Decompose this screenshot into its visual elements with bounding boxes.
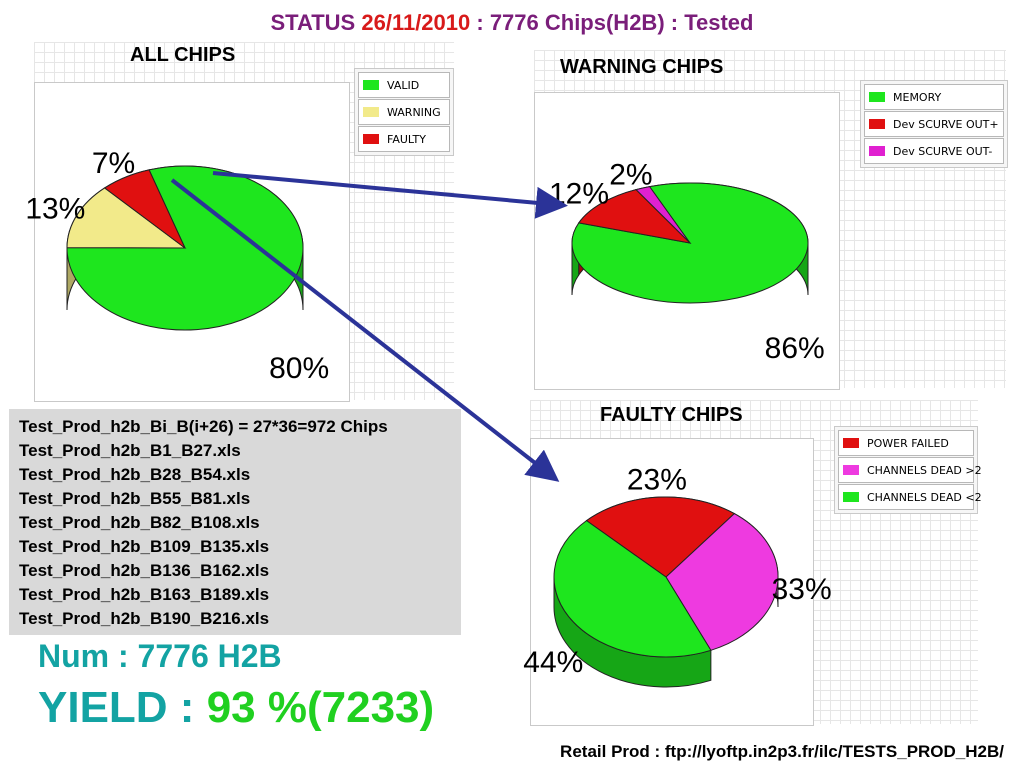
pie-slice bbox=[577, 189, 692, 244]
chip-count: Num : 7776 H2B bbox=[38, 638, 282, 674]
legend-label: VALID bbox=[387, 78, 420, 92]
legend-swatch bbox=[843, 465, 859, 475]
legend-item: WARNING bbox=[358, 99, 450, 125]
chart-plot-area: 86% 12%2% bbox=[534, 92, 840, 390]
chart-legend: MEMORY Dev SCURVE OUT+ Dev SCURVE OUT- bbox=[860, 80, 1008, 168]
legend-item: POWER FAILED bbox=[838, 430, 974, 456]
legend-swatch bbox=[869, 92, 885, 102]
chart-title: WARNING CHIPS bbox=[560, 56, 724, 78]
legend-label: Dev SCURVE OUT- bbox=[893, 144, 993, 158]
page-title: STATUS 26/11/2010 : 7776 Chips(H2B) : Te… bbox=[0, 10, 1024, 36]
footer-link-text: Retail Prod : ftp://lyoftp.in2p3.fr/ilc/… bbox=[560, 742, 1004, 761]
chart-legend: VALID WARNING FAULTY bbox=[354, 68, 454, 156]
chart-plot-area: 23% 33% 44% bbox=[523, 438, 832, 726]
legend-item: Dev SCURVE OUT- bbox=[864, 138, 1004, 164]
title-prefix: STATUS bbox=[270, 10, 362, 35]
chart-title: ALL CHIPS bbox=[130, 44, 236, 66]
pie-value-label: 23% bbox=[627, 464, 687, 497]
title-date: 26/11/2010 bbox=[361, 10, 471, 35]
all-chips-pie: 80% 13%7% bbox=[25, 147, 329, 385]
legend-swatch bbox=[363, 134, 379, 144]
warning-chips-pie: 86% 12%2% bbox=[549, 158, 825, 365]
legend-label: CHANNELS DEAD <2 bbox=[867, 490, 982, 504]
pie-value-label: 80% bbox=[269, 352, 329, 385]
legend-label: MEMORY bbox=[893, 90, 942, 104]
legend-item: VALID bbox=[358, 72, 450, 98]
legend-swatch bbox=[843, 492, 859, 502]
file-list-item: Test_Prod_h2b_B136_B162.xls bbox=[19, 561, 270, 580]
legend-label: POWER FAILED bbox=[867, 436, 949, 450]
file-list-item: Test_Prod_h2b_B82_B108.xls bbox=[19, 513, 260, 532]
legend-swatch bbox=[869, 146, 885, 156]
faulty-chips-pie: 23% 33% 44% bbox=[523, 464, 832, 688]
legend-swatch bbox=[363, 80, 379, 90]
pie-value-label: 7% bbox=[92, 147, 135, 180]
pie-value-label: 86% bbox=[765, 332, 825, 365]
pie-value-label: 13% bbox=[25, 192, 85, 225]
pie-slice bbox=[66, 187, 187, 249]
chart-plot-area: 80% 13%7% bbox=[25, 82, 350, 402]
pie-value-label: 44% bbox=[523, 646, 583, 679]
pie-slice bbox=[635, 186, 691, 244]
yield-prefix: YIELD : bbox=[38, 683, 207, 732]
file-list-item: Test_Prod_h2b_B1_B27.xls bbox=[19, 441, 241, 460]
legend-label: WARNING bbox=[387, 105, 441, 119]
pie-value-label: 2% bbox=[609, 158, 652, 191]
title-suffix: : 7776 Chips(H2B) : Tested bbox=[470, 10, 754, 35]
legend-item: FAULTY bbox=[358, 126, 450, 152]
all-chips-panel: ALL CHIPS 80% 13%7% VALID WARNING FAULTY bbox=[25, 42, 454, 402]
legend-item: CHANNELS DEAD >2 bbox=[838, 457, 982, 483]
file-list-item: Test_Prod_h2b_B163_B189.xls bbox=[19, 585, 270, 604]
file-list-item: Test_Prod_h2b_B109_B135.xls bbox=[19, 537, 270, 556]
legend-item: CHANNELS DEAD <2 bbox=[838, 484, 982, 510]
legend-swatch bbox=[843, 438, 859, 448]
pie-value-label: 33% bbox=[772, 573, 832, 606]
pie-slice bbox=[103, 169, 186, 249]
legend-item: Dev SCURVE OUT+ bbox=[864, 111, 1004, 137]
file-list-item: Test_Prod_h2b_Bi_B(i+26) = 27*36=972 Chi… bbox=[19, 417, 388, 436]
chart-title: FAULTY CHIPS bbox=[600, 404, 743, 426]
yield-summary: YIELD : 93 %(7233) bbox=[38, 683, 434, 733]
warning-chips-panel: WARNING CHIPS 86% 12%2% MEMORY Dev SCURVE… bbox=[534, 50, 1008, 390]
faulty-chips-panel: FAULTY CHIPS 23% 33% 44% POWER FAILED CHAN… bbox=[523, 400, 982, 726]
legend-label: CHANNELS DEAD >2 bbox=[867, 463, 982, 477]
legend-swatch bbox=[869, 119, 885, 129]
chart-legend: POWER FAILED CHANNELS DEAD >2 CHANNELS D… bbox=[834, 426, 982, 514]
file-list: Test_Prod_h2b_Bi_B(i+26) = 27*36=972 Chi… bbox=[9, 409, 461, 635]
file-list-item: Test_Prod_h2b_B28_B54.xls bbox=[19, 465, 251, 484]
pie-value-label: 12% bbox=[549, 178, 609, 211]
legend-label: Dev SCURVE OUT+ bbox=[893, 117, 999, 131]
file-list-item: Test_Prod_h2b_B55_B81.xls bbox=[19, 489, 251, 508]
pie-slice bbox=[553, 520, 712, 658]
yield-value: 93 %(7233) bbox=[206, 683, 435, 732]
file-list-item: Test_Prod_h2b_B190_B216.xls bbox=[19, 609, 270, 628]
legend-label: FAULTY bbox=[387, 132, 426, 146]
pie-slice bbox=[585, 496, 736, 578]
legend-item: MEMORY bbox=[864, 84, 1004, 110]
pie-slice bbox=[665, 512, 779, 651]
legend-swatch bbox=[363, 107, 379, 117]
